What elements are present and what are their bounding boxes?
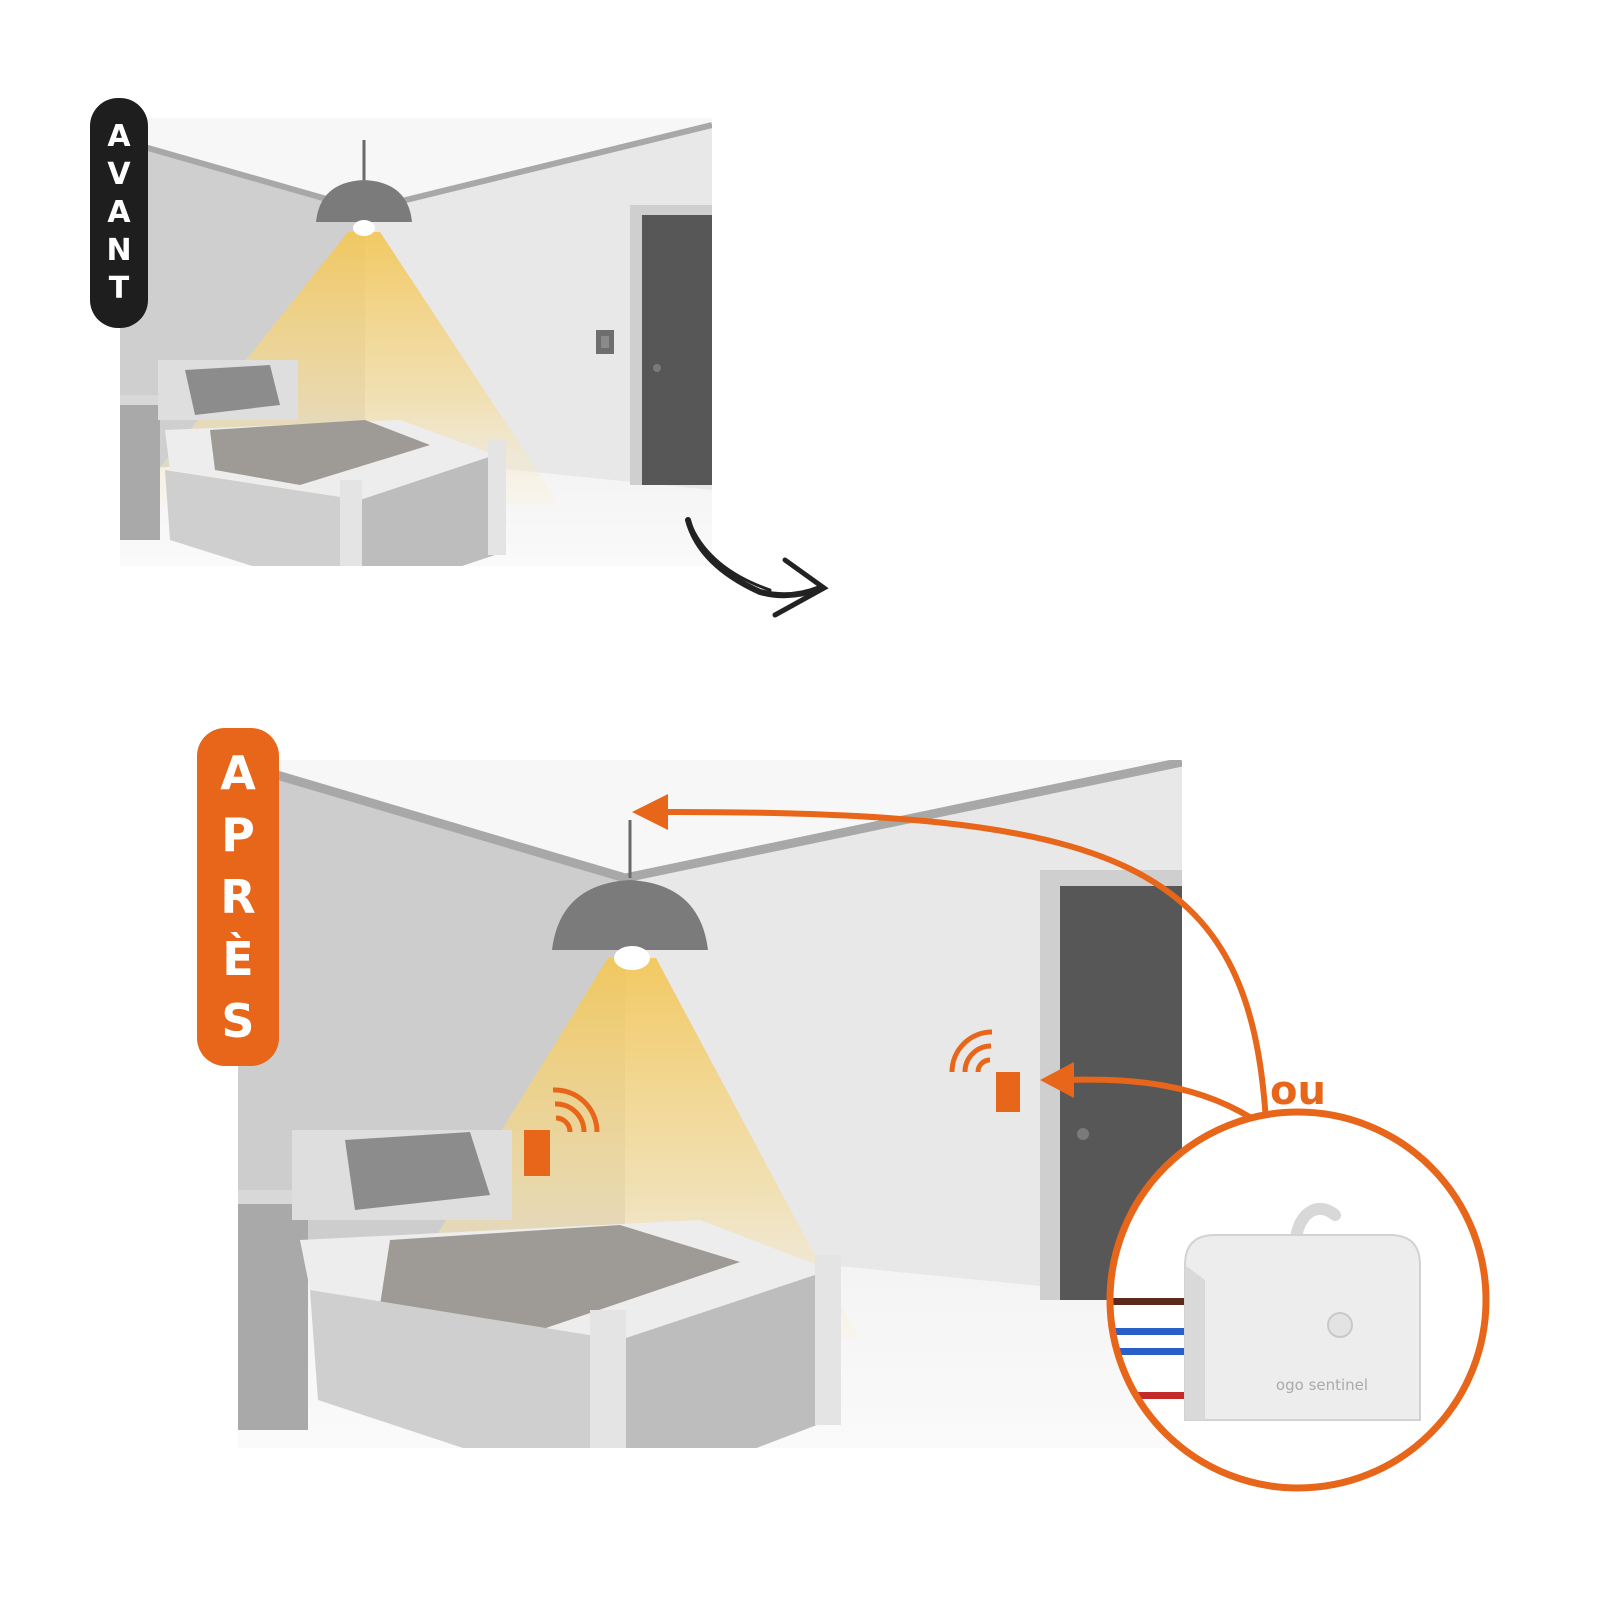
before-pendant-lamp [316, 140, 412, 236]
after-bed [292, 1130, 841, 1448]
after-label-letter: A [220, 746, 256, 800]
before-label-letter: A [107, 195, 131, 230]
wireless-switch-icon [949, 1029, 1020, 1112]
before-label-letter: A [107, 119, 131, 154]
before-room-scene [120, 118, 712, 566]
curved-arrow-icon [685, 517, 829, 618]
after-pendant-lamp [552, 820, 708, 970]
alternative-label: ou [1270, 1068, 1326, 1114]
after-label-letter: P [221, 808, 255, 862]
after-label: A P R È S [197, 728, 279, 1066]
before-bed [158, 360, 506, 566]
after-label-letter: S [221, 994, 255, 1048]
before-label-letter: T [108, 271, 130, 306]
after-label-letter: È [222, 932, 254, 986]
before-label: A V A N T [90, 98, 148, 328]
before-label-letter: N [106, 233, 132, 268]
after-room-scene [238, 760, 1182, 1448]
module-to-lamp-arrow [632, 794, 1269, 1123]
module-branding: ogo sentinel [1276, 1376, 1368, 1394]
module-to-switch-arrow [1040, 1062, 1264, 1128]
after-label-letter: R [220, 870, 256, 924]
wireless-switch-icon [524, 1087, 600, 1176]
micromodule-icon: ogo sentinel [1106, 1108, 1490, 1492]
before-label-letter: V [107, 157, 131, 192]
